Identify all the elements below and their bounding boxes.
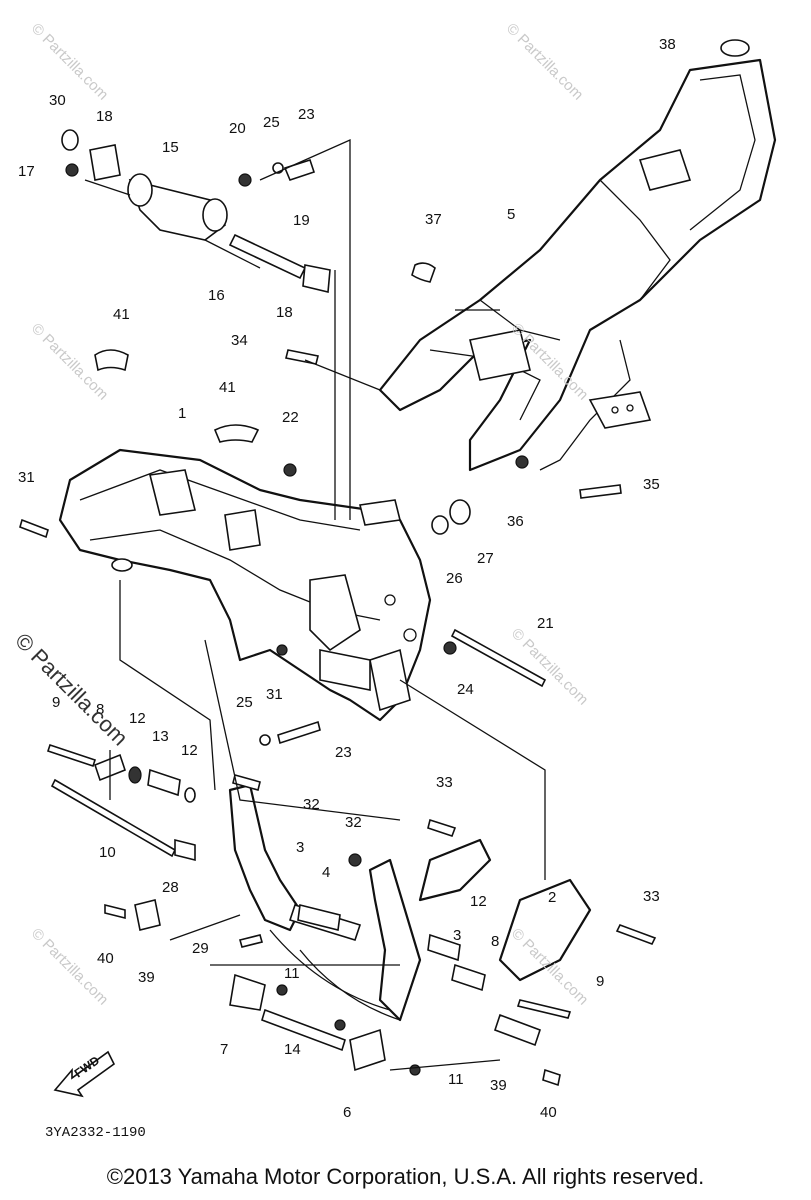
callout-32b: 32 <box>345 814 362 831</box>
callout-40b: 40 <box>540 1104 557 1121</box>
callout-20: 20 <box>229 120 246 137</box>
callout-7: 7 <box>220 1041 228 1058</box>
callout-23b: 23 <box>335 744 352 761</box>
callout-23: 23 <box>298 106 315 123</box>
callout-11b: 11 <box>448 1071 464 1088</box>
callout-15: 15 <box>162 139 179 156</box>
callout-17: 17 <box>18 163 35 180</box>
callout-4: 4 <box>322 864 330 881</box>
callout-30: 30 <box>49 92 66 109</box>
callout-6: 6 <box>343 1104 351 1121</box>
rear-frame-part-5 <box>378 58 777 472</box>
callout-31: 31 <box>18 469 35 486</box>
main-frame-part-1 <box>58 349 432 722</box>
callout-39b: 39 <box>490 1077 507 1094</box>
copyright-notice: ©2013 Yamaha Motor Corporation, U.S.A. A… <box>106 1164 705 1189</box>
callout-12b: 12 <box>181 742 198 759</box>
callout-18: 18 <box>96 108 113 125</box>
callout-16: 16 <box>208 287 225 304</box>
callout-11: 11 <box>284 965 300 982</box>
callout-14: 14 <box>284 1041 301 1058</box>
callout-numbers: 1 2 3 3 4 5 6 7 8 8 9 9 10 11 11 12 12 1… <box>18 36 676 1121</box>
callout-37: 37 <box>425 211 442 228</box>
callout-28: 28 <box>162 879 179 896</box>
callout-36: 36 <box>507 513 524 530</box>
leader-lines <box>84 138 546 1071</box>
callout-35: 35 <box>643 476 660 493</box>
callout-12: 12 <box>129 710 146 727</box>
callout-9: 9 <box>52 694 60 711</box>
callout-12c: 12 <box>470 893 487 910</box>
callout-38: 38 <box>659 36 676 53</box>
callout-9b: 9 <box>596 973 604 990</box>
callout-41b: 41 <box>219 379 236 396</box>
down-tube-parts <box>228 783 592 1022</box>
callout-25b: 25 <box>236 694 253 711</box>
callout-13: 13 <box>152 728 169 745</box>
callout-19: 19 <box>293 212 310 229</box>
callout-1: 1 <box>178 405 186 422</box>
callout-21: 21 <box>537 615 554 632</box>
fasteners <box>19 39 750 1087</box>
callout-8b: 8 <box>491 933 499 950</box>
callout-2: 2 <box>548 889 556 906</box>
callout-31b: 31 <box>266 686 283 703</box>
callout-22: 22 <box>282 409 299 426</box>
callout-18b: 18 <box>276 304 293 321</box>
callout-5: 5 <box>507 206 515 223</box>
callout-33: 33 <box>436 774 453 791</box>
callout-10: 10 <box>99 844 116 861</box>
callout-33b: 33 <box>643 888 660 905</box>
callout-25: 25 <box>263 114 280 131</box>
fwd-arrow: FWD <box>53 1050 116 1098</box>
callout-34: 34 <box>231 332 248 349</box>
callout-3b: 3 <box>453 927 461 944</box>
callout-40: 40 <box>97 950 114 967</box>
callout-8: 8 <box>96 701 104 718</box>
callout-32: 32 <box>303 796 320 813</box>
callout-41: 41 <box>113 306 130 323</box>
callout-24: 24 <box>457 681 474 698</box>
diagram-part-code: 3YA2332-1190 <box>45 1125 146 1141</box>
callout-3: 3 <box>296 839 304 856</box>
callout-39: 39 <box>138 969 155 986</box>
callout-29: 29 <box>192 940 209 957</box>
steering-head-part-15 <box>61 129 331 293</box>
callout-27: 27 <box>477 550 494 567</box>
callout-26: 26 <box>446 570 463 587</box>
